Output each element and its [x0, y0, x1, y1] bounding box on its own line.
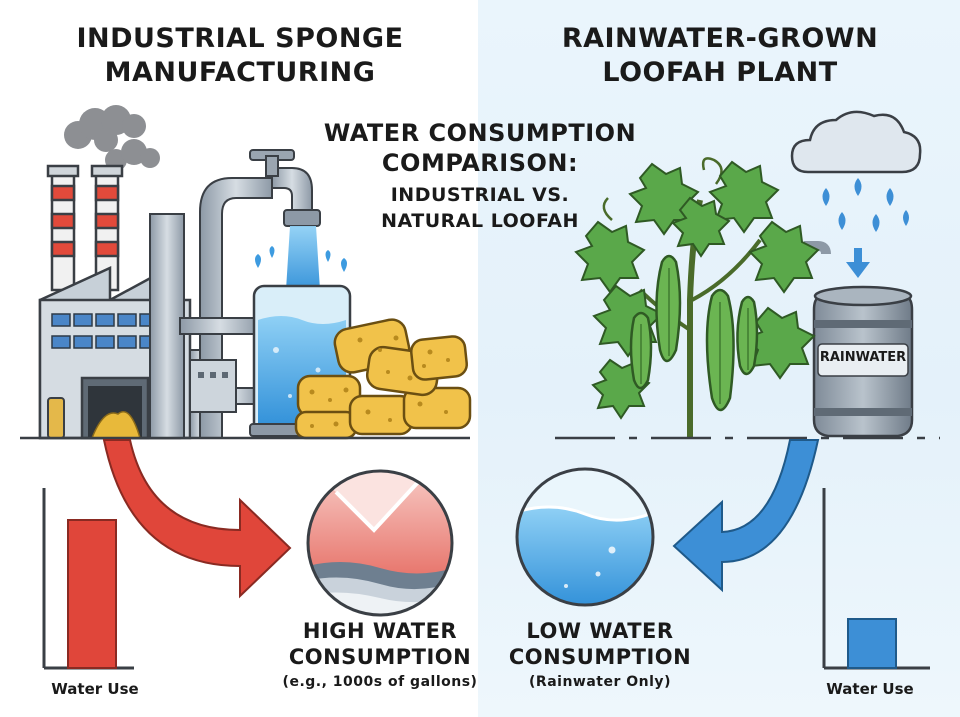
blue-arrow-icon [672, 439, 820, 593]
comparison-subtitle-line2: NATURAL LOOFAH [381, 210, 579, 232]
natural-axis-label: Water Use [826, 680, 914, 698]
barrel-label: RAINWATER [819, 350, 907, 365]
rain-arrow-icon [846, 248, 870, 278]
industrial-title: INDUSTRIAL SPONGE MANUFACTURING [40, 22, 440, 90]
cloud-icon [790, 110, 922, 174]
red-arrow-icon [102, 439, 292, 599]
natural-water-use-bar-chart [822, 488, 930, 670]
low-consumption-label: LOW WATER CONSUMPTION [490, 618, 710, 670]
comparison-subtitle-line1: INDUSTRIAL VS. [390, 184, 570, 206]
loofah-vine-icon [574, 157, 820, 438]
faucet-icon [149, 149, 347, 439]
water-use-bar-low [847, 618, 897, 669]
natural-title-line2: LOOFAH PLANT [602, 57, 838, 88]
high-consumption-line1: HIGH WATER [302, 619, 458, 643]
high-consumption-note: (e.g., 1000s of gallons) [282, 674, 478, 690]
smoke-icon [64, 105, 160, 171]
comparison-subtitle: INDUSTRIAL VS. NATURAL LOOFAH [330, 182, 630, 234]
industrial-water-use-bar-chart [42, 488, 134, 670]
industrial-title-line2: MANUFACTURING [104, 57, 376, 88]
high-consumption-line2: CONSUMPTION [288, 645, 472, 669]
drained-water-gauge-icon [306, 469, 454, 617]
low-consumption-line1: LOW WATER [526, 619, 674, 643]
comparison-title-line2: COMPARISON: [381, 149, 579, 177]
raindrops-icon [822, 178, 909, 232]
low-consumption-note: (Rainwater Only) [529, 674, 671, 690]
sponge-pile-icon [294, 318, 472, 440]
high-consumption-label: HIGH WATER CONSUMPTION [260, 618, 500, 670]
comparison-title: WATER CONSUMPTION COMPARISON: [290, 118, 670, 178]
industrial-axis-label: Water Use [51, 680, 139, 698]
factory-icon [38, 105, 192, 440]
water-use-bar-high [67, 519, 117, 669]
full-water-gauge-icon [515, 467, 655, 607]
industrial-title-line1: INDUSTRIAL SPONGE [76, 23, 404, 54]
rain-barrel-icon [804, 241, 914, 438]
natural-title-line1: RAINWATER-GROWN [561, 23, 879, 54]
low-consumption-line2: CONSUMPTION [508, 645, 692, 669]
natural-title: RAINWATER-GROWN LOOFAH PLANT [500, 22, 940, 90]
comparison-title-line1: WATER CONSUMPTION [323, 119, 637, 147]
